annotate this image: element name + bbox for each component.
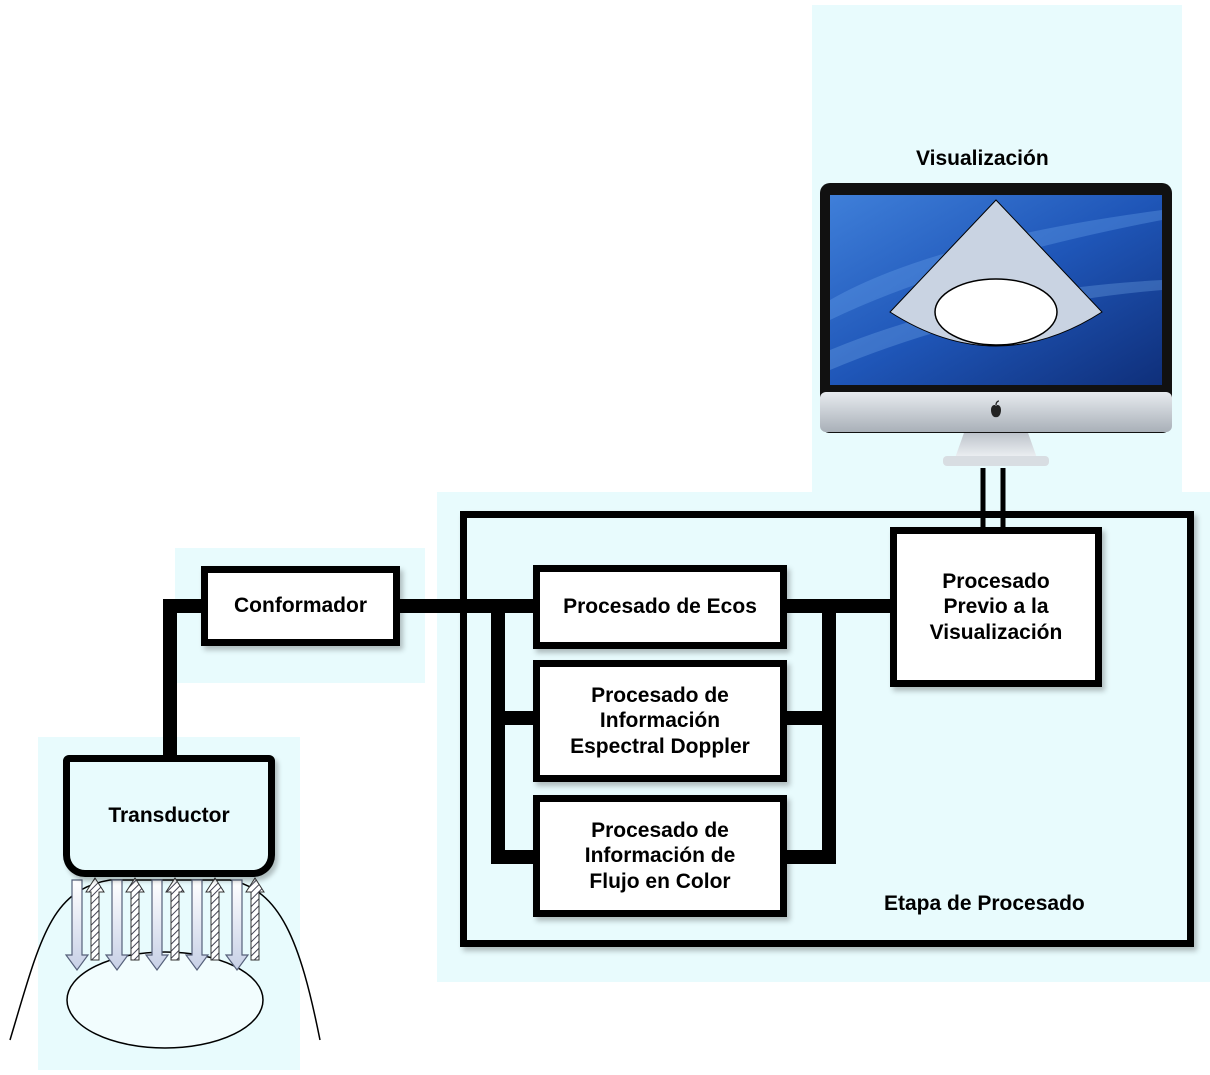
doppler-processing-label: Procesado de Información Espectral Doppl… — [570, 684, 750, 758]
pre-display-processing-label: Procesado Previo a la Visualización — [929, 570, 1063, 644]
pre-display-processing-block: Procesado Previo a la Visualización — [890, 527, 1102, 687]
color-flow-processing-block: Procesado de Información de Flujo en Col… — [533, 795, 787, 917]
processing-stage-label: Etapa de Procesado — [884, 892, 1085, 915]
apple-logo-icon — [991, 400, 1001, 418]
echo-processing-label: Procesado de Ecos — [563, 595, 757, 619]
monitor-icon — [820, 183, 1172, 466]
beamformer-block: Conformador — [201, 566, 400, 646]
beamformer-label: Conformador — [234, 594, 367, 618]
doppler-processing-block: Procesado de Información Espectral Doppl… — [533, 660, 787, 782]
ultrasound-waves — [9, 877, 321, 1049]
visualization-label: Visualización — [916, 147, 1049, 170]
transducer-block: Transductor — [63, 755, 275, 877]
color-flow-processing-label: Procesado de Información de Flujo en Col… — [584, 819, 736, 893]
processing-stage-frame — [460, 511, 1194, 947]
transducer-label: Transductor — [108, 804, 230, 827]
echo-processing-block: Procesado de Ecos — [533, 565, 787, 649]
